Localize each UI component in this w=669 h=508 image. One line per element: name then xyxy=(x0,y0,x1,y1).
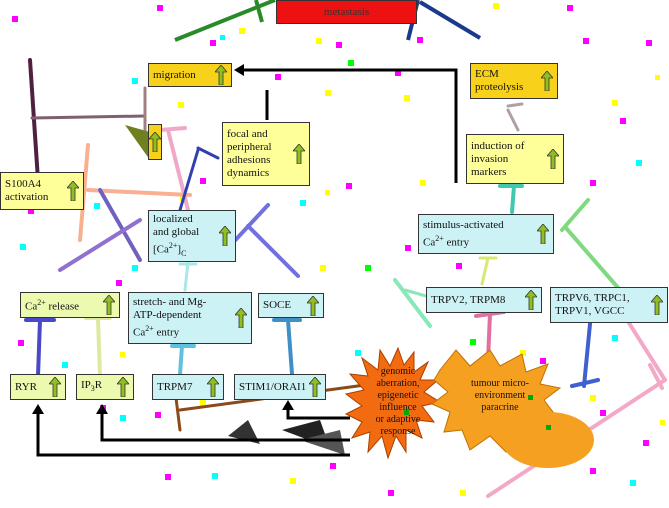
trpm7-label: TRPM7 xyxy=(157,380,193,393)
s100a4-line-2: activation xyxy=(5,191,49,203)
genomic-line-2: aberration, xyxy=(376,378,420,389)
stretch-line-2: ATP-dependent xyxy=(133,309,202,322)
s100a4-line-1: S100A4 xyxy=(5,178,42,190)
release-ca-base: Ca xyxy=(25,300,38,313)
up-arrow-icon xyxy=(541,71,553,91)
ecm-box: ECM proteolysis xyxy=(470,63,558,99)
stim-ca-sup: 2+ xyxy=(435,233,444,243)
s100a4-box: S100A4 activation xyxy=(0,172,84,210)
cytosolic-calcium-box: localized and global [Ca2+]C xyxy=(148,210,236,262)
localized-line-2: and global xyxy=(153,225,200,238)
genomic-line-1: genomic xyxy=(380,366,416,377)
ip3r-base: IP xyxy=(81,378,91,391)
trpv6-box: TRPV6, TRPC1, TRPV1, VGCC xyxy=(550,287,668,323)
focal-line-3: adhesions xyxy=(227,154,271,166)
ca-release-box: Ca2+ release xyxy=(20,292,120,318)
ca-c-base: [Ca xyxy=(153,243,169,256)
up-arrow-icon xyxy=(525,290,537,310)
stretch-entry-box: stretch- and Mg- ATP-dependent Ca2+ entr… xyxy=(128,292,252,344)
stim-ca-rest: entry xyxy=(443,236,470,249)
focal-line-4: dynamics xyxy=(227,167,270,179)
focal-line-2: peripheral xyxy=(227,141,272,153)
invasion-line-2: invasion xyxy=(471,152,509,165)
invasion-line-3: markers xyxy=(471,165,507,178)
localized-line-1: localized xyxy=(153,212,193,225)
tumour-line-1: tumour micro- xyxy=(470,378,530,389)
up-arrow-icon xyxy=(67,181,79,201)
stretch-ca-rest: entry xyxy=(153,326,180,339)
up-arrow-icon xyxy=(103,295,115,315)
trpv6-line-2: TRPV1, VGCC xyxy=(555,305,625,317)
up-arrow-icon xyxy=(309,377,322,397)
up-arrow-icon xyxy=(293,144,305,164)
stretch-ca-base: Ca xyxy=(133,326,146,339)
invasion-markers-box: induction of invasion markers xyxy=(466,134,564,184)
focal-adhesions-box: focal and peripheral adhesions dynamics xyxy=(222,122,310,186)
stim-line-1: stimulus-activated xyxy=(423,218,504,231)
up-arrow-icon xyxy=(307,295,319,316)
soce-box: SOCE xyxy=(258,293,324,318)
genomic-burst-text: genomic aberration, epigenetic influence… xyxy=(356,366,440,438)
genomic-line-3: epigenetic xyxy=(377,390,419,401)
up-arrow-icon xyxy=(207,377,219,397)
stim-ca-base: Ca xyxy=(423,236,436,249)
ecm-label: ECM proteolysis xyxy=(475,68,524,93)
focal-line-1: focal and xyxy=(227,128,268,140)
ca-c-sub: C xyxy=(181,248,187,258)
migration-box: migration xyxy=(148,63,232,87)
stimulus-entry-box: stimulus-activated Ca2+ entry xyxy=(418,214,554,254)
up-arrow-icon xyxy=(215,65,227,85)
release-ca-rest: release xyxy=(45,300,80,313)
ca-c-close: ] xyxy=(177,243,182,256)
soce-label: SOCE xyxy=(263,299,292,311)
stim1-orai1-box: STIM1/ORAI1 xyxy=(234,374,326,400)
up-arrow-icon xyxy=(149,132,161,152)
ca-c-sup: 2+ xyxy=(168,240,178,250)
ryr-box: RYR xyxy=(10,374,66,400)
up-arrow-icon xyxy=(49,377,61,397)
metastasis-label: metastasis xyxy=(323,5,370,18)
stretch-ca-sup: 2+ xyxy=(145,324,154,334)
migration-label: migration xyxy=(153,68,196,81)
metastasis-box: metastasis xyxy=(276,0,417,24)
small-box xyxy=(148,124,162,160)
ryr-label: RYR xyxy=(15,380,38,393)
up-arrow-icon xyxy=(537,224,549,244)
genomic-line-4: influence xyxy=(379,402,417,413)
up-arrow-icon xyxy=(219,226,231,246)
trpv2-label: TRPV2, TRPM8 xyxy=(431,293,506,306)
trpm7-box: TRPM7 xyxy=(152,374,224,400)
genomic-line-5: or adaptive xyxy=(375,414,421,425)
tumour-line-3: paracrine xyxy=(481,402,519,413)
trpv6-line-1: TRPV6, TRPC1, xyxy=(555,292,630,304)
up-arrow-icon xyxy=(235,308,247,328)
stim1-label: STIM1/ORAI1 xyxy=(239,380,307,393)
up-arrow-icon xyxy=(547,149,559,169)
release-ca-sup: 2+ xyxy=(37,298,46,308)
tumour-line-2: environment xyxy=(474,390,526,401)
genomic-burst xyxy=(344,346,442,460)
stretch-line-1: stretch- and Mg- xyxy=(133,296,207,309)
invasion-line-1: induction of xyxy=(471,139,525,152)
genomic-line-6: response xyxy=(380,426,416,437)
ip3r-rest: R xyxy=(94,378,103,391)
trpv2-box: TRPV2, TRPM8 xyxy=(426,287,542,313)
up-arrow-icon xyxy=(117,377,129,397)
black-arrows xyxy=(36,68,458,457)
ip3r-sub: 3 xyxy=(90,384,95,394)
tumour-burst-text: tumour micro- environment paracrine xyxy=(450,378,550,414)
up-arrow-icon xyxy=(651,295,663,315)
ip3r-box: IP3R xyxy=(76,374,134,400)
